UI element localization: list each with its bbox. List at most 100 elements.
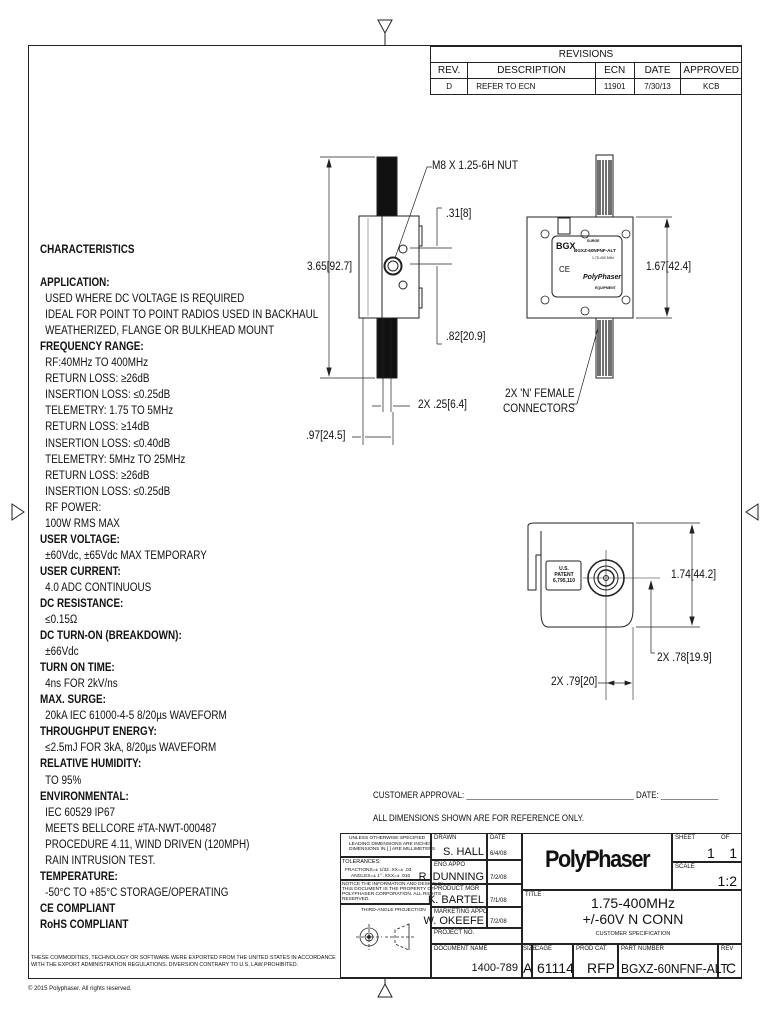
project-cell: PROJECT NO. <box>431 928 522 944</box>
size-value: A <box>523 960 533 976</box>
characteristic-line: 4.0 ADC CONTINUOUS <box>45 581 152 594</box>
title-line-3: CUSTOMER SPECIFICATION <box>595 931 671 937</box>
fractions-tolerance: FRACTIONS=± 1/32 .XX=± .03 <box>345 868 412 873</box>
drawn-by: S. HALL <box>443 846 484 858</box>
characteristic-heading: CE COMPLIANT <box>40 902 116 915</box>
date-cell: 7/30/13 <box>633 78 682 95</box>
eng-approver: R. DUNNING <box>418 871 484 883</box>
notice-line: POLYPHASER CORPORATION. ALL RIGHTS <box>342 892 442 897</box>
document-name-label: DOCUMENT NAME <box>434 946 488 952</box>
characteristic-heading: DC RESISTANCE: <box>40 597 124 610</box>
characteristic-line: INSERTION LOSS: ≤0.25dB <box>45 389 171 402</box>
rev-label: REV <box>721 946 734 952</box>
revisions-title: REVISIONS <box>430 46 742 63</box>
plate-freq: 1.75-400 MHz <box>592 256 614 260</box>
units-line: DIMENSIONS IN [ ] ARE MILLIMETERS <box>349 847 436 852</box>
characteristic-heading: THROUGHPUT ENERGY: <box>40 726 157 739</box>
marketing-label: MARKETING APPO <box>434 909 488 915</box>
patent-number: 6,795,110 <box>553 578 575 584</box>
table-row: D REFER TO ECN 11901 7/30/13 KCB <box>429 78 742 95</box>
export-line: THESE COMMODITIES, TECHNOLOGY OR SOFTWAR… <box>31 955 336 961</box>
nut-callout: M8 X 1.25-6H NUT <box>432 160 519 172</box>
rev-value: C <box>726 960 737 976</box>
dim-365: 3.65[92.7] <box>307 261 353 273</box>
rev-cell: REV C <box>718 944 742 978</box>
top-view-drawing <box>526 154 672 405</box>
bottom-center-mark-icon <box>377 979 393 998</box>
patent-title: U.S. PATENT <box>554 566 574 578</box>
characteristic-line: ±60Vdc, ±65Vdc MAX TEMPORARY <box>45 549 207 562</box>
left-center-mark-icon <box>11 503 25 521</box>
marketing-date: 7/2/08 <box>490 919 507 925</box>
characteristic-line: TO 95% <box>45 774 82 787</box>
copyright: © 2015 Polyphaser. All rights reserved. <box>28 986 132 992</box>
drawing-border <box>28 45 742 979</box>
part-number-label: PART NUMBER <box>621 946 665 952</box>
plate-surge: SURGE <box>587 239 600 243</box>
characteristic-line: -50°C TO +85°C STORAGE/OPERATING <box>45 886 229 899</box>
characteristic-line: ≤0.15Ω <box>45 614 78 627</box>
characteristic-line: IDEAL FOR POINT TO POINT RADIOS USED IN … <box>45 309 319 322</box>
characteristics-title: CHARACTERISTICS <box>40 244 135 256</box>
document-name: 1400-789 <box>471 962 519 974</box>
cage-code: 61114 <box>537 960 574 976</box>
document-name-cell: DOCUMENT NAME 1400-789 <box>431 944 522 978</box>
characteristic-line: PROCEDURE 4.11, WIND DRIVEN (120MPH) <box>45 838 250 851</box>
approved-header: APPROVED <box>680 62 742 79</box>
projection-label: THIRD-ANGLE PROJECTION <box>361 908 426 913</box>
dim-82: .82[20.9] <box>446 331 486 343</box>
sheet-number: 1 <box>707 845 715 861</box>
plate-part: BGXZ-60NFNF-ALT <box>574 248 616 253</box>
pm-cell: PRODUCT MGR K. BARTEL <box>427 884 487 907</box>
description-header: DESCRIPTION <box>467 62 596 79</box>
units-note: UNLESS OTHERWISE SPECIFIED LEADING DIMEN… <box>340 833 435 857</box>
characteristic-line: USED WHERE DC VOLTAGE IS REQUIRED <box>45 293 245 306</box>
dim-174: 1.74[44.2] <box>671 569 717 581</box>
dim-25: 2X .25[6.4] <box>418 399 467 411</box>
reference-note: ALL DIMENSIONS SHOWN ARE FOR REFERENCE O… <box>373 813 585 823</box>
projection-box: THIRD-ANGLE PROJECTION <box>340 904 431 978</box>
characteristic-heading: APPLICATION: <box>40 277 110 290</box>
part-number: BGXZ-60NFNF-ALT <box>621 961 728 976</box>
dim-97: .97[24.5] <box>306 430 346 442</box>
dim-31: .31[8] <box>446 208 472 220</box>
characteristic-line: MEETS BELLCORE #TA-NWT-000487 <box>45 822 217 835</box>
logo-cell: PolyPhaser <box>522 833 672 890</box>
characteristic-line: 20kA IEC 61000-4-5 8/20µs WAVEFORM <box>45 710 227 723</box>
notice-box: NOTICE THE INFORMATION AND DESIGN IN THI… <box>340 880 443 904</box>
title-line-2: +/-60V N CONN <box>582 911 684 927</box>
eng-label: ENG APPO <box>434 862 466 868</box>
marketing-date-cell: 7/2/08 <box>487 907 522 928</box>
description-cell: REFER TO ECN <box>467 78 596 95</box>
characteristic-line: RF:40MHz TO 400MHz <box>45 357 149 370</box>
prodcat-label: PROD CAT <box>576 946 607 952</box>
notice-line: THIS DOCUMENT IS THE PROPERTY OF <box>342 887 435 892</box>
characteristic-heading: TURN ON TIME: <box>40 662 115 675</box>
characteristic-line: INSERTION LOSS: ≤0.40dB <box>45 437 171 450</box>
pm-label: PRODUCT MGR <box>434 886 480 892</box>
plate-brand: BGX <box>556 241 576 251</box>
characteristic-line: 100W RMS MAX <box>45 517 120 530</box>
front-view-drawing <box>320 156 452 445</box>
sheet-label: SHEET <box>675 835 696 841</box>
characteristic-heading: FREQUENCY RANGE: <box>40 341 144 354</box>
characteristics: CHARACTERISTICS APPLICATION: USED WHERE D… <box>40 242 318 933</box>
characteristic-line: INSERTION LOSS: ≤0.25dB <box>45 485 171 498</box>
project-label: PROJECT NO. <box>434 930 475 936</box>
characteristic-line: ±66Vdc <box>45 646 79 659</box>
characteristic-heading: USER VOLTAGE: <box>40 533 120 546</box>
characteristic-line: ≤2.5mJ FOR 3kA, 8/20µs WAVEFORM <box>45 742 217 755</box>
characteristic-line: IEC 60529 IP67 <box>45 806 115 819</box>
characteristic-heading: DC TURN-ON (BREAKDOWN): <box>40 630 182 643</box>
characteristic-heading: RoHS COMPLIANT <box>40 918 129 931</box>
ecn-header: ECN <box>594 62 635 79</box>
characteristic-heading: USER CURRENT: <box>40 565 121 578</box>
plate-ce-mark: CE <box>559 265 571 274</box>
product-manager: K. BARTEL <box>427 894 484 906</box>
characteristic-line: RETURN LOSS: ≥26dB <box>45 373 150 386</box>
characteristic-heading: ENVIRONMENTAL: <box>40 790 129 803</box>
